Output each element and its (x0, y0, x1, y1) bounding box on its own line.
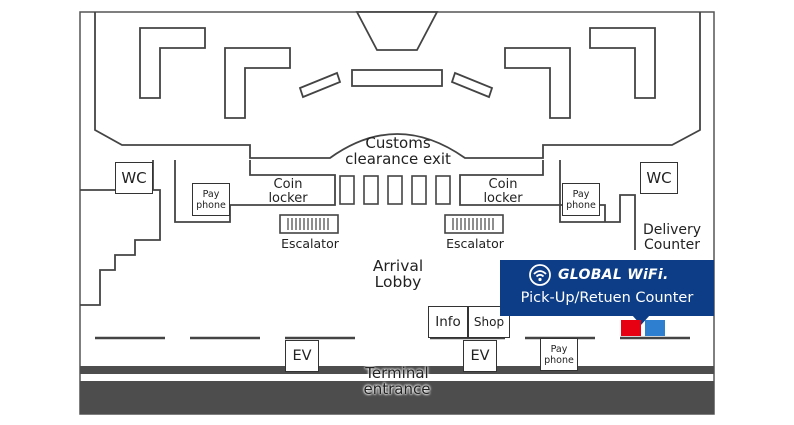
customs-exit-label: Customs clearance exit (345, 134, 451, 168)
pickup-counter-label: Pick-Up/Retuen Counter (520, 290, 694, 306)
entrance-band-bottom (80, 381, 714, 414)
escalator-right-label: Escalator (446, 236, 504, 251)
escalator-graphic-right (444, 214, 504, 234)
arrival-lobby-label: Arrival Lobby (372, 257, 424, 292)
delivery-counter-label: Delivery Counter (642, 222, 702, 253)
carousel-shapes (139, 11, 656, 119)
info-booth: Info (428, 306, 468, 338)
pickup-marker-blue (645, 320, 665, 336)
elevator-left: EV (285, 340, 319, 372)
right-wall-inner (459, 160, 636, 250)
brand-logo: GLOBAL WiFi. (528, 264, 669, 286)
terminal-entrance-label: Terminal entrance (363, 364, 431, 398)
pay-phone-bottom: Pay phone (540, 338, 578, 371)
coin-locker-right: Coin locker (483, 177, 523, 206)
entrance-band-top (80, 366, 714, 374)
pay-phone-right: Pay phone (562, 183, 600, 216)
left-wall-inner (152, 160, 336, 223)
upper-area-outline (94, 12, 701, 159)
elevator-right: EV (463, 340, 497, 372)
pickup-marker-red (621, 320, 641, 336)
callout-pointer (632, 315, 650, 325)
wc-left: WC (115, 162, 153, 194)
escalator-left-label: Escalator (281, 236, 339, 251)
wc-right: WC (640, 162, 678, 194)
customs-gates (339, 175, 451, 205)
global-wifi-callout: GLOBAL WiFi. Pick-Up/Retuen Counter (500, 260, 714, 316)
coin-locker-left: Coin locker (268, 177, 308, 206)
left-wall (80, 189, 161, 306)
wifi-globe-icon (529, 264, 551, 286)
pay-phone-left: Pay phone (192, 183, 230, 216)
escalator-graphic-left (279, 214, 339, 234)
brand-name: GLOBAL WiFi. (558, 267, 669, 283)
